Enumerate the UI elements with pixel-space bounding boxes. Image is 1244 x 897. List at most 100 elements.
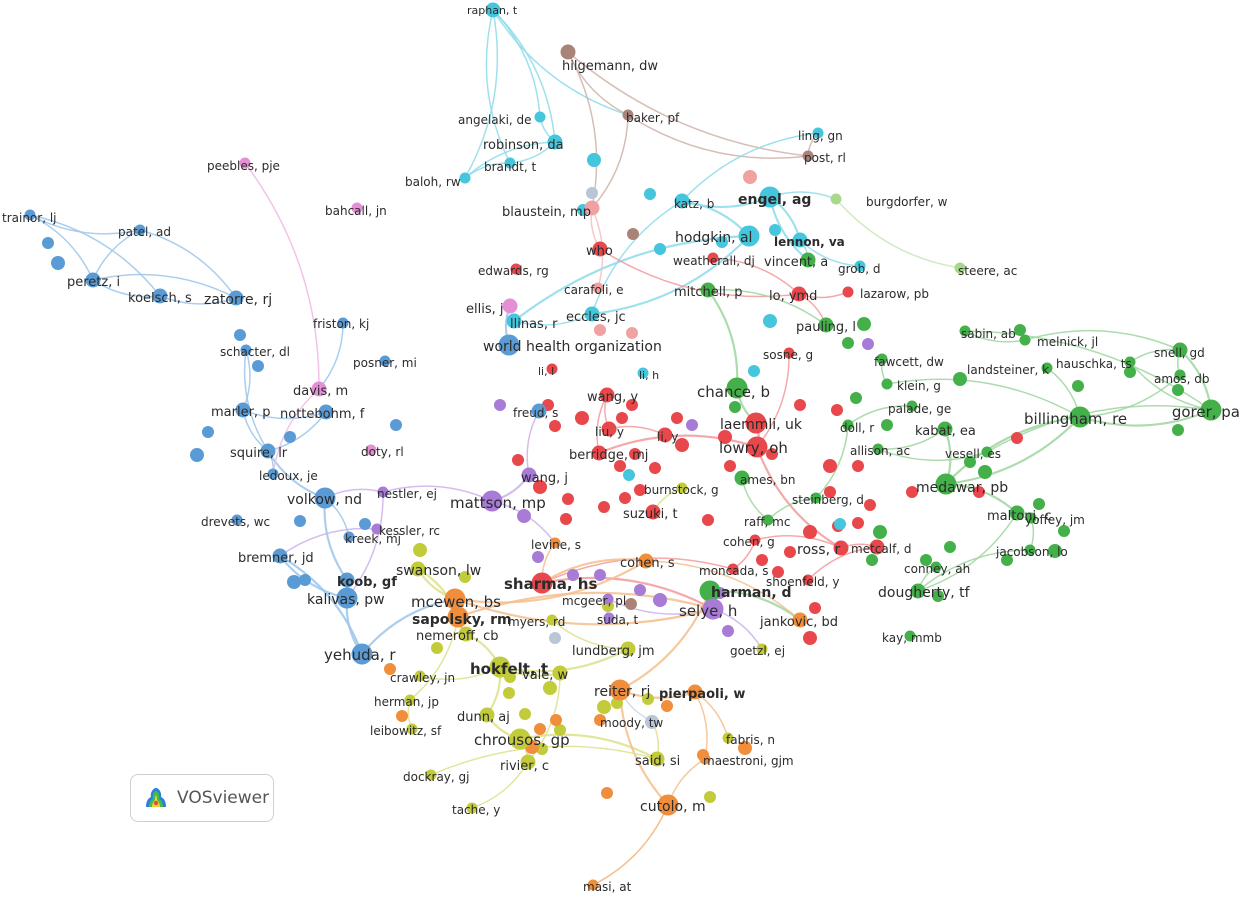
node-steinberg[interactable] [810, 492, 822, 504]
unlabeled-node[interactable] [866, 554, 878, 566]
unlabeled-node[interactable] [252, 360, 264, 372]
node-lih[interactable] [637, 367, 649, 379]
unlabeled-node[interactable] [702, 514, 714, 526]
node-kay[interactable] [904, 630, 916, 642]
node-levine[interactable] [549, 537, 561, 549]
unlabeled-node[interactable] [881, 419, 893, 431]
node-chance[interactable] [726, 377, 748, 399]
node-myers[interactable] [546, 614, 558, 626]
unlabeled-node[interactable] [634, 484, 646, 496]
node-metcalf[interactable] [869, 539, 885, 555]
unlabeled-node[interactable] [549, 632, 561, 644]
node-posner[interactable] [379, 355, 391, 367]
node-harman[interactable] [699, 580, 721, 602]
unlabeled-node[interactable] [978, 465, 992, 479]
unlabeled-node[interactable] [738, 741, 752, 755]
node-freud[interactable] [531, 403, 547, 419]
unlabeled-node[interactable] [594, 324, 606, 336]
unlabeled-node[interactable] [413, 543, 427, 557]
node-selye[interactable] [702, 598, 724, 620]
unlabeled-node[interactable] [852, 460, 864, 472]
unlabeled-node[interactable] [294, 515, 306, 527]
unlabeled-node[interactable] [831, 404, 843, 416]
unlabeled-node[interactable] [743, 170, 757, 184]
unlabeled-node[interactable] [729, 401, 741, 413]
node-post[interactable] [802, 150, 814, 162]
node-vincent[interactable] [800, 252, 816, 268]
unlabeled-node[interactable] [359, 518, 371, 530]
node-leibowitz[interactable] [406, 723, 418, 735]
node-carafoli[interactable] [592, 282, 604, 294]
unlabeled-node[interactable] [549, 420, 561, 432]
node-squire[interactable] [260, 443, 276, 459]
node-raphan[interactable] [485, 2, 501, 18]
node-palade[interactable] [906, 400, 918, 412]
node-tache[interactable] [466, 802, 478, 814]
node-pierpaoli[interactable] [687, 684, 703, 700]
unlabeled-node[interactable] [1011, 432, 1023, 444]
unlabeled-node[interactable] [772, 566, 784, 578]
node-shoenfeld[interactable] [802, 574, 814, 586]
unlabeled-node[interactable] [642, 693, 654, 705]
node-klein[interactable] [881, 378, 893, 390]
node-davis[interactable] [311, 381, 327, 397]
node-hilgemann[interactable] [560, 44, 576, 60]
unlabeled-node[interactable] [953, 372, 967, 386]
node-ross[interactable] [833, 540, 849, 556]
node-kalivas[interactable] [336, 587, 358, 609]
node-ledoux[interactable] [267, 468, 279, 480]
unlabeled-node[interactable] [823, 459, 837, 473]
node-kessler[interactable] [371, 523, 383, 535]
node-sosne[interactable] [783, 347, 795, 359]
node-katz[interactable] [674, 193, 690, 209]
node-medawar[interactable] [935, 473, 957, 495]
unlabeled-node[interactable] [287, 575, 301, 589]
node-liu[interactable] [601, 421, 617, 437]
unlabeled-node[interactable] [803, 631, 817, 645]
unlabeled-node[interactable] [857, 317, 871, 331]
unlabeled-node[interactable] [964, 456, 976, 468]
unlabeled-node[interactable] [766, 448, 778, 460]
unlabeled-node[interactable] [1172, 384, 1184, 396]
unlabeled-node[interactable] [627, 228, 639, 240]
node-blaustein[interactable] [584, 200, 600, 216]
node-ling[interactable] [812, 127, 824, 139]
node-reiter[interactable] [609, 679, 631, 701]
node-billingham[interactable] [1069, 406, 1091, 428]
node-trainor[interactable] [24, 209, 36, 221]
unlabeled-node[interactable] [567, 569, 579, 581]
unlabeled-node[interactable] [459, 571, 471, 583]
unlabeled-node[interactable] [644, 188, 656, 200]
node-dougherty[interactable] [910, 583, 926, 599]
node-doty[interactable] [365, 444, 377, 456]
unlabeled-node[interactable] [396, 710, 408, 722]
unlabeled-node[interactable] [299, 574, 311, 586]
node-jankovic[interactable] [792, 612, 808, 628]
unlabeled-node[interactable] [809, 602, 821, 614]
node-lowry[interactable] [746, 436, 768, 458]
node-robinson[interactable] [547, 134, 563, 150]
node-who[interactable] [592, 241, 608, 257]
node-yehuda[interactable] [351, 643, 373, 665]
unlabeled-node[interactable] [597, 700, 611, 714]
unlabeled-node[interactable] [944, 541, 956, 553]
node-goetzl[interactable] [756, 643, 768, 655]
node-edwards[interactable] [510, 263, 522, 275]
node-zatorre[interactable] [228, 290, 244, 306]
unlabeled-node[interactable] [850, 392, 862, 404]
unlabeled-node[interactable] [1172, 424, 1184, 436]
unlabeled-node[interactable] [519, 708, 531, 720]
unlabeled-node[interactable] [1048, 544, 1062, 558]
node-hauschka[interactable] [1124, 356, 1136, 368]
node-lazarow[interactable] [842, 286, 854, 298]
node-hodgkin[interactable] [738, 225, 760, 247]
unlabeled-node[interactable] [661, 700, 673, 712]
unlabeled-node[interactable] [619, 492, 631, 504]
node-weatherall[interactable] [707, 252, 719, 264]
unlabeled-node[interactable] [906, 486, 918, 498]
node-llinas[interactable] [506, 313, 522, 329]
node-mattson[interactable] [481, 490, 503, 512]
node-yoffey[interactable] [1025, 512, 1037, 524]
node-cutolo[interactable] [657, 794, 679, 816]
unlabeled-node[interactable] [763, 314, 777, 328]
